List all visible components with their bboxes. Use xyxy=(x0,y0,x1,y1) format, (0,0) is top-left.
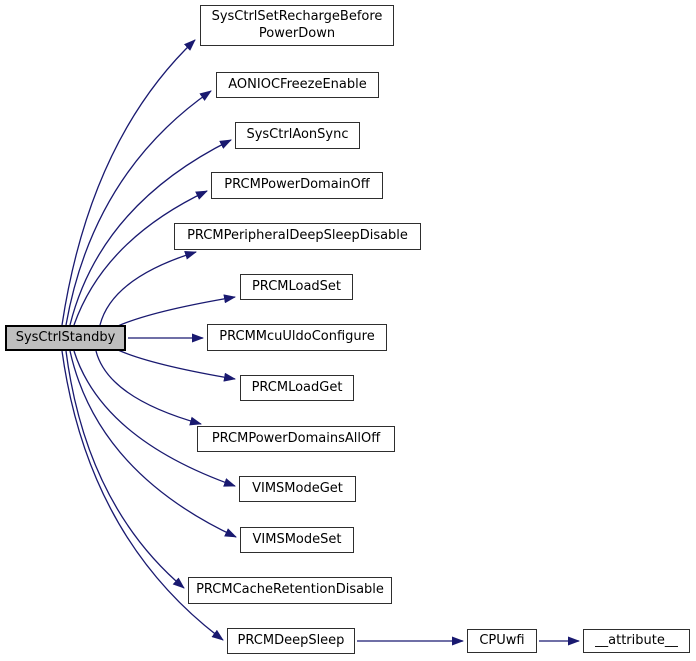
edge-to-aoniocfreezeenable xyxy=(65,90,212,326)
node-prcmperipheraldeepsleepdisable[interactable]: PRCMPeripheralDeepSleepDisable xyxy=(174,223,421,250)
edge-to-prcmperipheraldeepsleepdisable xyxy=(99,250,197,326)
edge-to-sysctrlaonsync xyxy=(69,139,232,326)
edge-to-vimsmodeset xyxy=(69,350,237,538)
node-sysctrlaonsync[interactable]: SysCtrlAonSync xyxy=(235,122,360,149)
node-prcmmcuuldoconfigure[interactable]: PRCMMcuUldoConfigure xyxy=(207,324,387,351)
node-prcmpowerdomainoff[interactable]: PRCMPowerDomainOff xyxy=(211,172,383,199)
node-prcmloadset[interactable]: PRCMLoadSet xyxy=(240,274,353,300)
node-vimsmodeset[interactable]: VIMSModeSet xyxy=(240,527,354,553)
node-sysctrlsetrechargebeforepowerdown[interactable]: SysCtrlSetRechargeBefore PowerDown xyxy=(200,5,394,46)
edge-to-prcmpowerdomainsalloff xyxy=(95,350,202,426)
node-prcmcacheretentiondisable[interactable]: PRCMCacheRetentionDisable xyxy=(188,577,392,604)
node-prcmpowerdomainsalloff[interactable]: PRCMPowerDomainsAllOff xyxy=(197,426,395,452)
edge-to-prcmloadget xyxy=(117,349,236,382)
node-prcmdeepsleep[interactable]: PRCMDeepSleep xyxy=(227,628,355,654)
node-vimsmodeget[interactable]: VIMSModeGet xyxy=(239,476,356,502)
node-attribute[interactable]: __attribute__ xyxy=(583,629,690,653)
edge-to-prcmpowerdomainoff xyxy=(73,190,208,326)
edge-to-sysctrlsetrechargebeforepowerdown xyxy=(61,39,196,326)
node-aoniocfreezeenable[interactable]: AONIOCFreezeEnable xyxy=(216,72,379,98)
edge-to-prcmdeepsleep xyxy=(61,350,224,641)
node-sysctrlstandby: SysCtrlStandby xyxy=(5,325,126,351)
edge-to-prcmloadset xyxy=(117,294,236,327)
node-cpuwfi[interactable]: CPUwfi xyxy=(467,629,537,653)
edge-to-vimsmodeget xyxy=(73,350,236,487)
edge-to-prcmcacheretentiondisable xyxy=(65,350,185,589)
node-prcmloadget[interactable]: PRCMLoadGet xyxy=(240,375,354,401)
